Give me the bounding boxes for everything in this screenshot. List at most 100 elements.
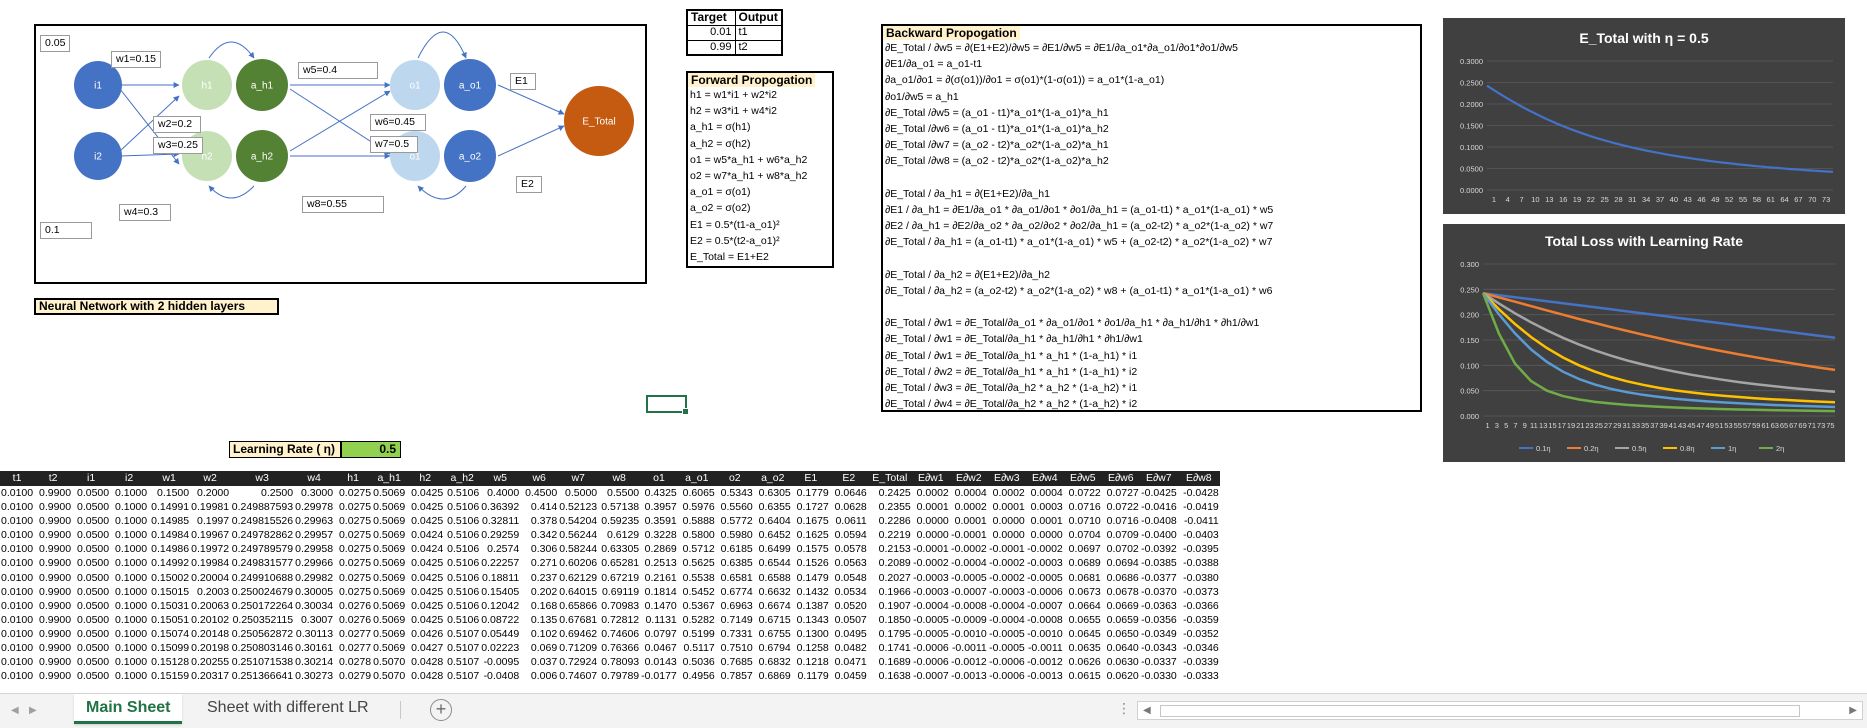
- table-cell[interactable]: 0.1000: [115, 599, 148, 612]
- scrollbar-thumb[interactable]: [1160, 705, 1800, 717]
- table-cell[interactable]: -0.0002: [913, 557, 949, 570]
- table-cell[interactable]: -0.0006: [989, 656, 1025, 669]
- table-cell[interactable]: 0.0548: [834, 571, 867, 584]
- table-cell[interactable]: 0.0275: [338, 571, 372, 584]
- target-value[interactable]: 0.01: [686, 24, 736, 41]
- table-cell[interactable]: 0.64015: [559, 585, 598, 598]
- table-cell[interactable]: 0.1575: [796, 543, 829, 556]
- table-cell[interactable]: 0.1907: [878, 599, 911, 612]
- table-cell[interactable]: 0.2161: [644, 571, 677, 584]
- table-cell[interactable]: 0.0001: [916, 501, 949, 514]
- table-cell[interactable]: -0.0400: [1141, 529, 1177, 542]
- table-cell[interactable]: 0.251071538: [231, 656, 294, 669]
- table-cell[interactable]: 0.6715: [758, 613, 791, 626]
- column-header[interactable]: h1: [334, 471, 373, 486]
- table-cell[interactable]: 0.1000: [115, 557, 148, 570]
- table-cell[interactable]: 0.1850: [878, 613, 911, 626]
- table-cell[interactable]: 0.5036: [682, 656, 715, 669]
- table-cell[interactable]: 0.65866: [559, 599, 598, 612]
- table-cell[interactable]: 0.1000: [115, 515, 148, 528]
- table-cell[interactable]: 0.02223: [481, 642, 520, 655]
- table-cell[interactable]: 0.0686: [1106, 571, 1139, 584]
- table-cell[interactable]: 0.05449: [481, 627, 520, 640]
- table-cell[interactable]: 0.2089: [878, 557, 911, 570]
- table-cell[interactable]: 0.414: [530, 501, 558, 514]
- table-cell[interactable]: 0.5069: [373, 627, 406, 640]
- table-cell[interactable]: 0.5117: [683, 642, 715, 655]
- table-cell[interactable]: 0.0100: [1, 529, 34, 542]
- column-header[interactable]: w7: [558, 471, 599, 486]
- selected-cell[interactable]: [646, 395, 689, 415]
- table-cell[interactable]: -0.0392: [1141, 543, 1177, 556]
- table-cell[interactable]: 0.237: [530, 571, 558, 584]
- table-cell[interactable]: 0.14991: [151, 501, 190, 514]
- column-header[interactable]: E_Total: [867, 471, 912, 486]
- table-cell[interactable]: -0.0380: [1183, 571, 1219, 584]
- table-cell[interactable]: 0.1131: [645, 613, 677, 626]
- column-header[interactable]: E∂w1: [911, 471, 950, 486]
- column-header[interactable]: E∂w7: [1139, 471, 1178, 486]
- table-cell[interactable]: 0.0640: [1106, 642, 1139, 655]
- table-cell[interactable]: 0.5980: [720, 529, 753, 542]
- table-cell[interactable]: 0.1638: [878, 670, 911, 683]
- table-cell[interactable]: 0.6185: [720, 543, 753, 556]
- table-cell[interactable]: 0.5069: [373, 501, 406, 514]
- table-cell[interactable]: -0.0010: [1027, 627, 1063, 640]
- table-cell[interactable]: 0.0100: [1, 599, 34, 612]
- table-cell[interactable]: 0.0275: [338, 543, 372, 556]
- table-cell[interactable]: 0.0425: [411, 501, 444, 514]
- table-cell[interactable]: 0.9900: [39, 557, 72, 570]
- table-cell[interactable]: 0.1218: [796, 656, 829, 669]
- table-cell[interactable]: -0.0012: [951, 656, 987, 669]
- table-cell[interactable]: 0.29259: [481, 529, 520, 542]
- table-cell[interactable]: 0.5800: [682, 529, 715, 542]
- table-cell[interactable]: 0.58244: [559, 543, 598, 556]
- table-cell[interactable]: 0.1470: [644, 599, 677, 612]
- table-cell[interactable]: 0.6544: [758, 557, 791, 570]
- worksheet[interactable]: i1 i2 h1 a_h1 h2 a_h2 o1 a_o1 o1 a_o2 E_…: [0, 0, 1867, 693]
- table-cell[interactable]: -0.0011: [1027, 642, 1063, 655]
- table-cell[interactable]: 0.3591: [644, 515, 677, 528]
- table-cell[interactable]: 0.0722: [1106, 501, 1139, 514]
- table-cell[interactable]: 0.20004: [191, 571, 230, 584]
- table-cell[interactable]: 0.249910688: [231, 571, 294, 584]
- table-cell[interactable]: 0.0275: [338, 529, 372, 542]
- table-cell[interactable]: 0.5070: [373, 670, 406, 683]
- table-cell[interactable]: -0.0007: [913, 670, 949, 683]
- table-cell[interactable]: 0.3228: [644, 529, 677, 542]
- table-cell[interactable]: 0.1727: [796, 501, 829, 514]
- table-cell[interactable]: -0.0013: [1027, 670, 1063, 683]
- table-cell[interactable]: 0.7331: [720, 627, 753, 640]
- table-cell[interactable]: 0.9900: [39, 599, 72, 612]
- table-cell[interactable]: 0.29966: [295, 557, 334, 570]
- table-cell[interactable]: 0.5106: [447, 571, 480, 584]
- table-cell[interactable]: 0.1779: [796, 487, 829, 499]
- table-cell[interactable]: 0.306: [530, 543, 558, 556]
- table-cell[interactable]: 0.59235: [601, 515, 640, 528]
- table-cell[interactable]: 0.271: [530, 557, 558, 570]
- table-cell[interactable]: 0.20102: [191, 613, 230, 626]
- table-cell[interactable]: 0.5069: [373, 642, 406, 655]
- table-cell[interactable]: 0.1000: [115, 627, 148, 640]
- table-cell[interactable]: 0.14985: [151, 515, 190, 528]
- table-cell[interactable]: 0.5625: [682, 557, 715, 570]
- table-cell[interactable]: 0.0000: [1030, 529, 1063, 542]
- table-cell[interactable]: 0.5069: [373, 599, 406, 612]
- table-cell[interactable]: 0.0716: [1068, 501, 1101, 514]
- table-cell[interactable]: 0.0002: [992, 487, 1025, 499]
- table-cell[interactable]: 0.0278: [338, 656, 372, 669]
- table-cell[interactable]: 0.15128: [151, 656, 190, 669]
- table-cell[interactable]: 0.0100: [1, 487, 34, 499]
- table-cell[interactable]: 0.56244: [559, 529, 598, 542]
- table-cell[interactable]: 0.5452: [682, 585, 715, 598]
- table-cell[interactable]: 0.6588: [758, 571, 791, 584]
- table-cell[interactable]: 0.14986: [151, 543, 190, 556]
- table-cell[interactable]: 0.6755: [758, 627, 791, 640]
- table-cell[interactable]: 0.2286: [878, 515, 911, 528]
- column-header[interactable]: E∂w3: [987, 471, 1026, 486]
- table-cell[interactable]: 0.9900: [39, 543, 72, 556]
- table-cell[interactable]: 0.0500: [77, 487, 110, 499]
- table-cell[interactable]: 0.5367: [682, 599, 715, 612]
- table-cell[interactable]: 0.6674: [758, 599, 791, 612]
- table-cell[interactable]: 0.5106: [447, 543, 480, 556]
